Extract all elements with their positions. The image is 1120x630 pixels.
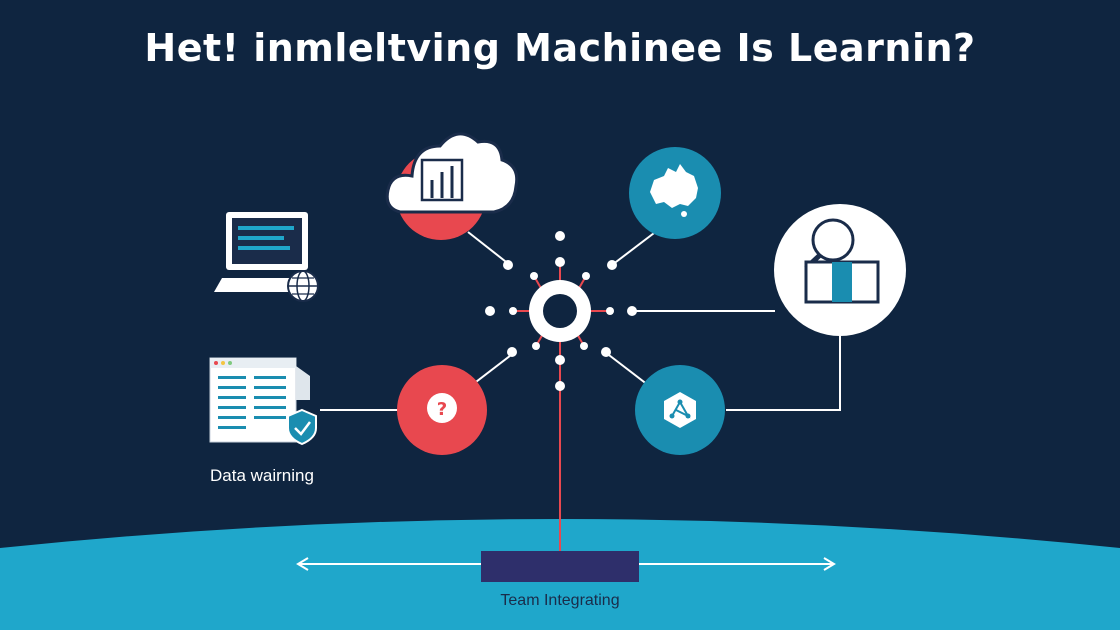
hub-dots <box>485 231 637 391</box>
cloud-chart-icon <box>385 132 519 240</box>
team-bar <box>481 551 639 582</box>
laptop-globe-icon <box>214 212 319 302</box>
svg-text:?: ? <box>437 399 447 420</box>
team-integrating-label: Team Integrating <box>500 592 620 609</box>
network-hexagon-icon <box>635 365 725 455</box>
connectors <box>320 226 841 411</box>
document-shield-icon <box>209 357 317 446</box>
data-warning-label: Data wairning <box>210 466 314 485</box>
australia-map-icon <box>629 147 721 239</box>
question-icon: ? <box>397 365 487 455</box>
page-title: Het! inmleltving Machinee Is Learnin? <box>144 26 976 70</box>
user-search-icon <box>774 204 906 336</box>
double-arrow <box>296 557 836 571</box>
central-hub-icon <box>529 280 591 342</box>
